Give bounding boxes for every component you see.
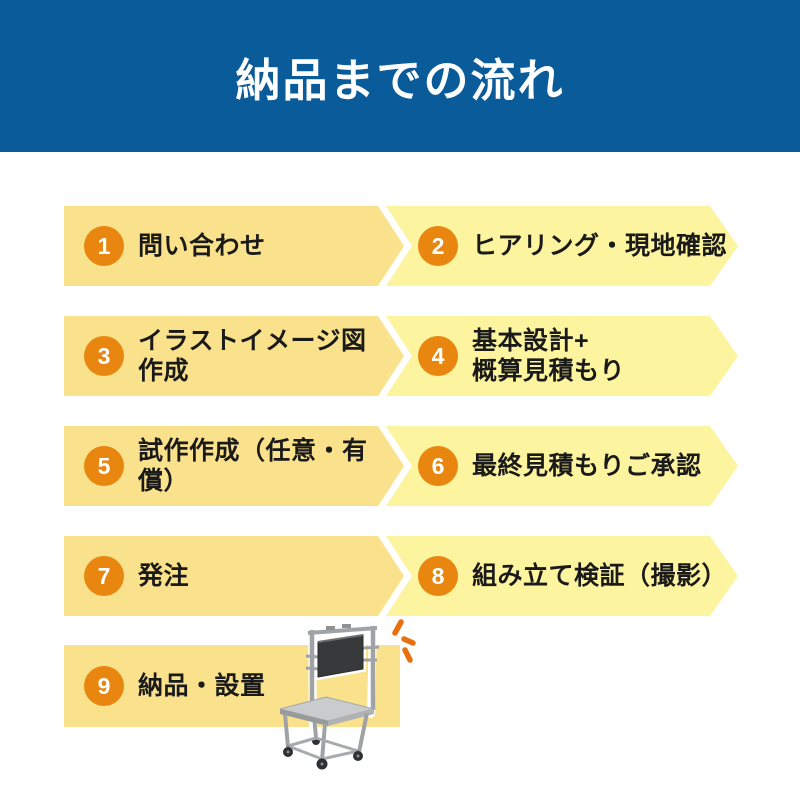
step-2-label: ヒアリング・現地確認 [472,232,728,260]
step-6-label: 最終見積もりご承認 [472,452,702,480]
step-5-number-badge: 5 [84,446,124,486]
step-2-number-badge: 2 [418,226,458,266]
casters [283,745,363,770]
step-7-label: 発注 [138,562,190,590]
workbench-illustration [279,619,416,770]
step-8-label: 組み立て検証（撮影） [472,562,728,590]
step-1-label: 問い合わせ [138,232,266,260]
step-box-7: 7 発注 [64,536,404,616]
step-3-label: イラストイメージ図作成 [138,327,367,385]
monitor [317,634,364,678]
step-5-label: 試作作成（任意・有償） [138,437,368,495]
page-title: 納品までの流れ [235,54,565,106]
lower-frame [287,736,359,761]
step-1-number-badge: 1 [84,226,124,266]
step-box-3: 3 イラストイメージ図作成 [64,316,404,396]
step-6-number-badge: 6 [418,446,458,486]
step-box-2: 2 ヒアリング・現地確認 [386,206,738,286]
step-9-number-badge: 9 [84,666,124,706]
step-box-4: 4 基本設計+概算見積もり [386,316,738,396]
step-3-number-badge: 3 [84,336,124,376]
step-box-8: 8 組み立て検証（撮影） [386,536,738,616]
monitor-brackets [305,645,380,671]
step-9-label: 納品・設置 [138,672,266,700]
step-7-number-badge: 7 [84,556,124,596]
step-box-6: 6 最終見積もりご承認 [386,426,738,506]
tabletop [279,696,375,726]
burst-icon [392,619,416,663]
legs [283,712,369,761]
step-box-5: 5 試作作成（任意・有償） [64,426,404,506]
step-4-label: 基本設計+概算見積もり [472,327,626,385]
step-box-1: 1 問い合わせ [64,206,404,286]
top-bar-clamps [326,624,351,630]
header-band: 納品までの流れ [0,0,800,152]
step-8-number-badge: 8 [418,556,458,596]
step-4-number-badge: 4 [418,336,458,376]
